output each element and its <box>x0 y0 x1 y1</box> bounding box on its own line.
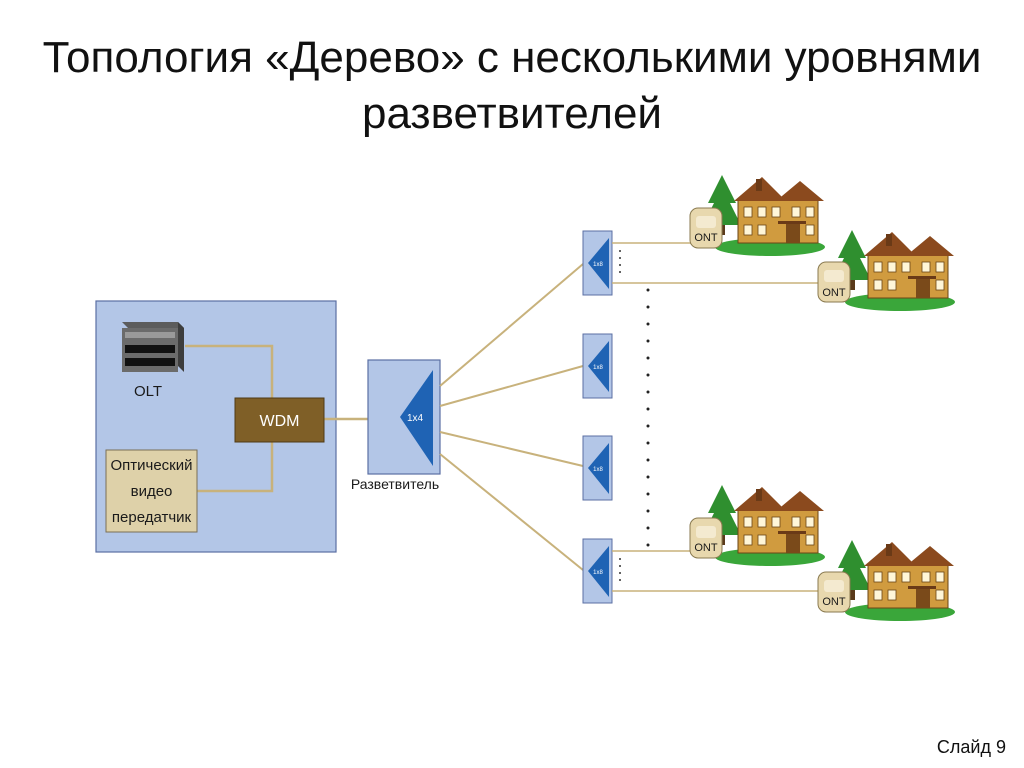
sub-splitter-2-ratio: 1x8 <box>593 365 603 371</box>
output-dots <box>619 250 621 581</box>
distribution-fibers <box>439 263 584 571</box>
wdm-box <box>234 397 325 443</box>
house-1: ONT <box>689 174 826 257</box>
ont-4-label: ONT <box>822 596 846 608</box>
wdm-label: WDM <box>260 413 300 430</box>
ont-2-label: ONT <box>822 287 846 299</box>
sub-splitter-1-ratio: 1x8 <box>593 262 603 268</box>
slide-number: Слайд 9 <box>936 737 1006 757</box>
drop-fibers <box>612 242 820 592</box>
station-fibers <box>185 344 368 493</box>
main-splitter-triangle <box>400 370 433 466</box>
ont-3-label: ONT <box>694 542 718 554</box>
sub-splitter-4: 1x8 <box>582 538 613 604</box>
transmitter-line-1: Оптический <box>110 457 192 474</box>
sub-splitter-1: 1x8 <box>582 230 613 296</box>
slide-title: Топология «Дерево» с несколькими уровням… <box>42 33 982 138</box>
house-2: ONT <box>817 229 956 312</box>
transmitter-line-2: видео <box>131 483 173 500</box>
ont-1-label: ONT <box>694 232 718 244</box>
continuation-dots <box>646 288 650 547</box>
main-splitter-ratio: 1x4 <box>407 413 424 424</box>
video-transmitter-box <box>105 449 198 533</box>
house-4: ONT <box>817 539 956 622</box>
main-splitter-label: Разветвитель <box>351 476 439 492</box>
sub-splitter-3: 1x8 <box>582 435 613 501</box>
olt-label: OLT <box>134 383 162 400</box>
sub-splitter-4-ratio: 1x8 <box>593 570 603 576</box>
sub-splitter-2: 1x8 <box>582 333 613 399</box>
transmitter-line-3: передатчик <box>112 509 192 526</box>
sub-splitter-3-ratio: 1x8 <box>593 467 603 473</box>
olt-device <box>122 322 184 372</box>
house-3: ONT <box>689 484 826 567</box>
